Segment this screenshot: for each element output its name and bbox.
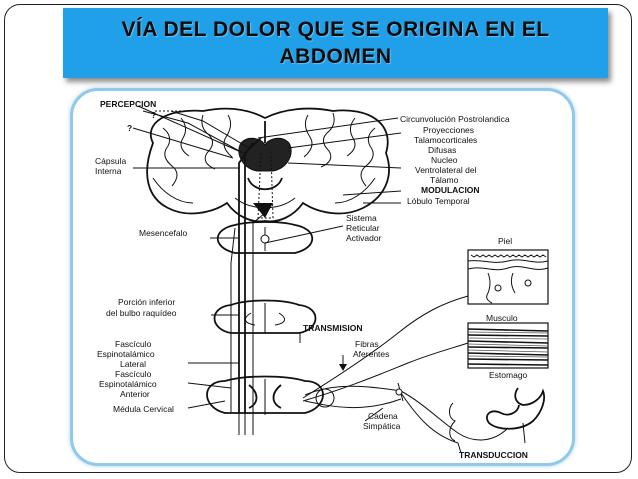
label-transmision: TRANSMISION [303,323,363,333]
label-difusas: Difusas [428,145,456,155]
brain-section [146,107,390,223]
label-activador: Activador [346,233,382,243]
muscle-tissue-box [467,322,549,369]
label-nucleo: Nucleo [431,155,458,165]
label-aferentes: Aferentes [353,349,389,359]
label-espinotalamico-2: Espinotalámico [99,379,157,389]
diagram-frame: PERCEPCION ? ? Cápsula Interna Mesencefa… [70,88,575,466]
label-pointer-lines [132,105,462,454]
label-lobulo-temporal: Lóbulo Temporal [407,196,470,206]
label-mesencefalo: Mesencefalo [139,228,187,238]
label-estomago: Estomago [489,370,528,380]
label-sistema: Sistema [346,213,377,223]
label-transduccion: TRANSDUCCION [459,450,528,460]
label-capsula-2: Interna [95,166,122,176]
label-modulacion: MODULACION [421,185,480,195]
thalamus-region [238,137,292,172]
label-fasciculo-2: Fascículo [115,369,152,379]
medulla-oblongata [213,299,317,334]
label-espinotalamico-1: Espinotalámico [97,349,155,359]
label-talamocorticales: Talamocorticales [414,135,477,145]
label-lateral: Lateral [120,359,146,369]
label-anterior: Anterior [120,389,150,399]
label-piel: Piel [498,236,512,246]
label-circunvolucion: Circunvolución Postrolandica [400,114,510,124]
label-musculo: Musculo [486,313,518,323]
label-reticular: Reticular [346,223,380,233]
label-proyecciones: Proyecciones [423,125,474,135]
title-line-1: VÍA DEL DOLOR QUE SE ORIGINA EN EL [121,18,550,41]
label-ventrolateral: Ventrolateral del [415,165,477,175]
title-line-2: ABDOMEN [279,45,392,68]
label-capsula-1: Cápsula [95,156,126,166]
label-bulbo-2: del bulbo raquídeo [106,308,177,318]
label-question-2: ? [127,123,132,133]
title-banner: VÍA DEL DOLOR QUE SE ORIGINA EN EL ABDOM… [63,8,608,78]
pain-pathway-diagram: PERCEPCION ? ? Cápsula Interna Mesencefa… [95,99,549,460]
label-simpatica: Simpática [363,421,401,431]
cervical-cord [206,375,402,415]
label-fasciculo-1: Fascículo [115,339,152,349]
skin-tissue-box [467,249,549,305]
label-bulbo-1: Porción inferior [118,297,175,307]
label-percepcion: PERCEPCION [100,99,156,109]
stomach-shape [486,387,546,444]
label-talamo: Tálamo [430,175,459,185]
label-medula-cervical: Médula Cervical [113,404,174,414]
label-question-1: ? [151,110,156,120]
label-cadena: Cadena [368,411,398,421]
afferent-fibers [302,295,509,444]
brain-outline [146,107,390,223]
label-fibras: Fibras [355,339,379,349]
